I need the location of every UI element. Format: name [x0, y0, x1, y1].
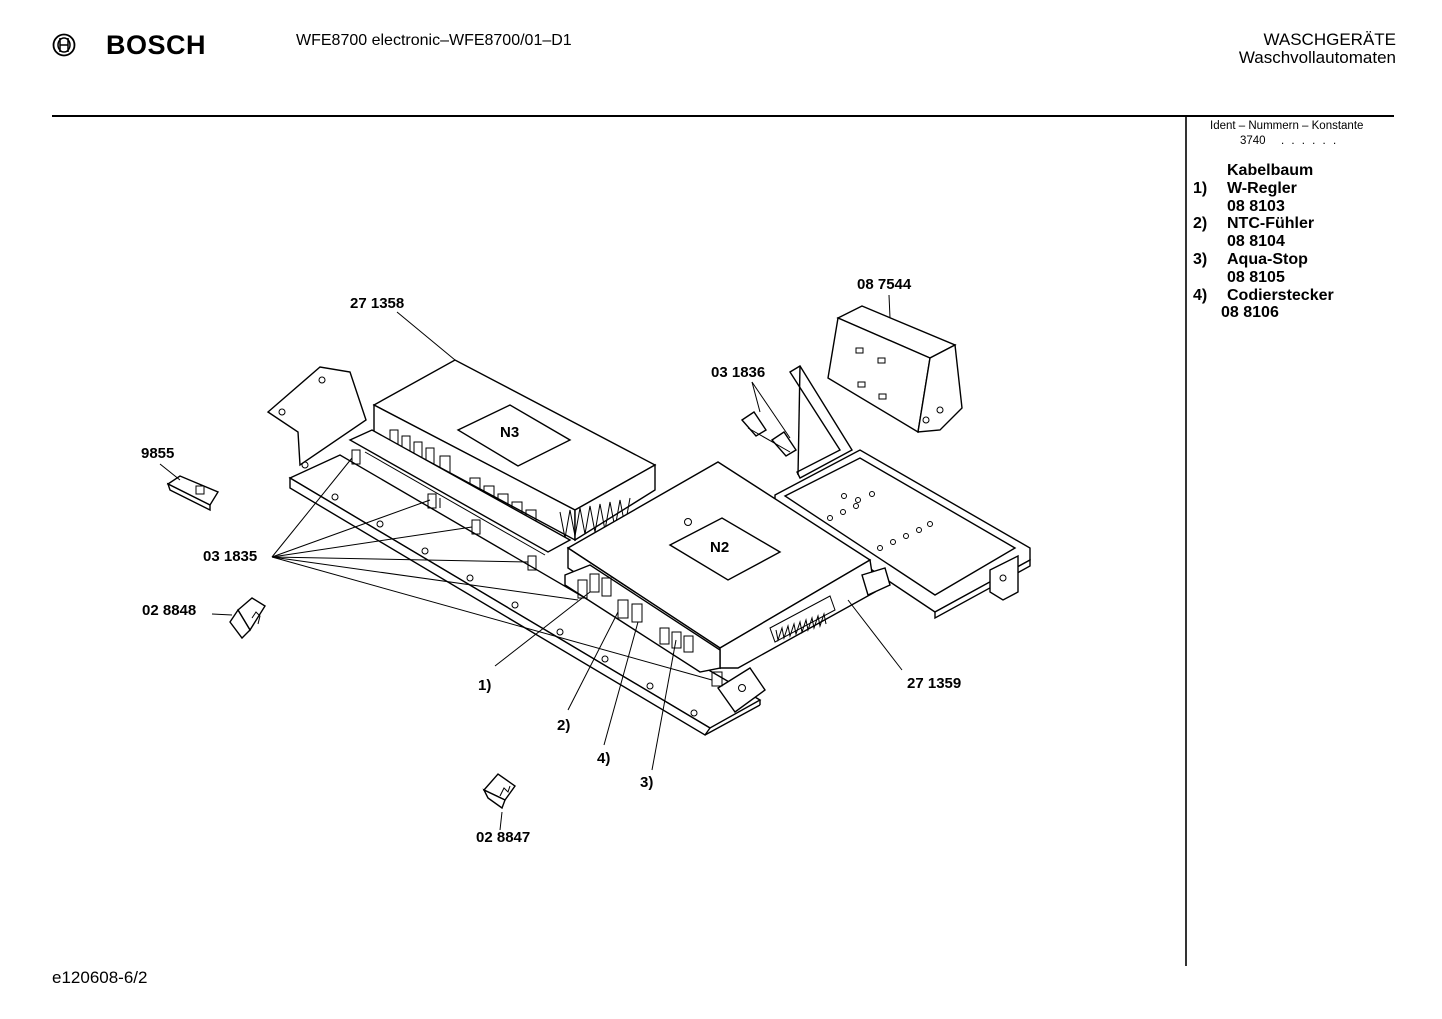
legend: Kabelbaum 1)W-Regler 08 8103 2)NTC-Fühle…: [1193, 162, 1334, 322]
callout-028847: 02 8847: [476, 829, 531, 846]
module-n2-label: N2: [710, 539, 730, 556]
connector-part-9855: [166, 475, 220, 512]
model-title: WFE8700 electronic–WFE8700/01–D1: [296, 32, 572, 49]
ident-value: 3740: [1240, 135, 1266, 147]
legend-part: 08 8106: [1221, 304, 1279, 322]
legend-part: 08 8104: [1227, 233, 1285, 251]
callout-031835: 03 1835: [203, 548, 258, 565]
brand-name: BOSCH: [106, 30, 207, 60]
category-line-2: Waschvollautomaten: [1238, 48, 1396, 67]
callout-271358: 27 1358: [350, 295, 405, 312]
drawing-code: e120608-6/2: [52, 968, 148, 987]
legend-item: 4)Codierstecker: [1193, 286, 1334, 304]
module-n2: [564, 461, 891, 687]
connector-part-028847: [482, 773, 516, 810]
callout-4: 4): [597, 750, 611, 767]
legend-part: 08 8103: [1227, 197, 1285, 215]
legend-item: 3)Aqua-Stop: [1193, 250, 1308, 268]
bosch-logo-icon: [52, 33, 76, 62]
ident-title: Ident – Nummern – Konstante: [1210, 120, 1364, 132]
ident-dots: . . . . . .: [1281, 135, 1339, 147]
connector-part-028848: [229, 597, 266, 640]
legend-part: 08 8105: [1227, 268, 1285, 286]
relay-part: [827, 305, 963, 434]
callout-028848: 02 8848: [142, 602, 197, 619]
callout-271359: 27 1359: [907, 675, 962, 692]
callout-1: 1): [478, 677, 492, 694]
base-plate: [266, 366, 766, 736]
callout-087544: 08 7544: [857, 276, 912, 293]
clip-part-031836: [740, 411, 797, 457]
callout-3: 3): [640, 774, 654, 791]
callout-2: 2): [557, 717, 571, 734]
legend-heading: Kabelbaum: [1227, 162, 1314, 179]
callout-9855: 9855: [141, 445, 175, 462]
module-n3-label: N3: [500, 424, 520, 441]
legend-item: 2)NTC-Fühler: [1193, 215, 1315, 233]
category-line-1: WASCHGERÄTE: [1263, 30, 1396, 49]
legend-item: 1)W-Regler: [1193, 179, 1297, 197]
callout-031836: 03 1836: [711, 364, 766, 381]
